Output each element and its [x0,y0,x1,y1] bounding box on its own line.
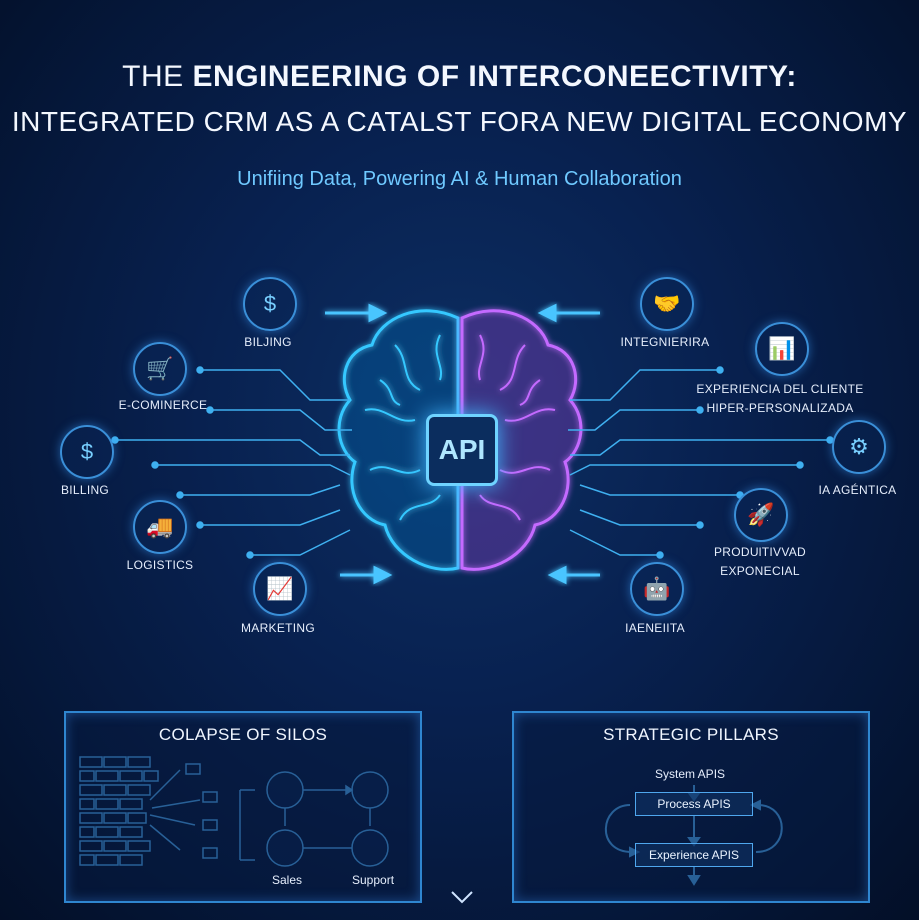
support-label: Support [352,873,395,887]
silos-panel-title: COLAPSE OF SILOS [158,725,328,744]
right-node-label-1: INTEGNIERIRA [620,335,710,349]
right-node-label-2b: HIPER-PERSONALIZADA [706,401,854,415]
truck-icon: 🚚 [133,500,187,554]
arrow-top-left-icon [325,303,388,323]
robot-icon: 🤖 [630,562,684,616]
left-circuit-lines [111,366,352,559]
left-node-label-2: E-COMINERCE [118,398,208,412]
right-circuit-lines [568,366,834,559]
shopping-cart-icon: 🛒 [133,342,187,396]
gears-icon: ⚙ [832,420,886,474]
left-node-label-3: BILLING [60,483,110,497]
chevron-down-icon[interactable] [451,891,473,904]
title-bold: ENGINEERING OF INTERCONEECTIVITY: [192,60,797,93]
bar-chart-icon: 📊 [755,322,809,376]
arrow-top-right-icon [537,303,600,323]
right-node-label-2a: EXPERIENCIA DEL CLIENTE [696,382,864,396]
left-node-label-4: LOGISTICS [126,558,194,572]
arrow-bottom-right-icon [547,565,600,585]
experience-apis-box: Experience APIS [635,843,753,867]
page-title-line2: INTEGRATED CRM AS A CATALST FORA NEW DIG… [11,106,908,137]
page-subtitle: Unifiing Data, Powering AI & Human Colla… [237,168,682,190]
right-brain-hemisphere [460,309,583,571]
system-apis-label: System APIS [655,767,726,781]
growth-chart-icon: 📈 [253,562,307,616]
handshake-icon: 🤝 [640,277,694,331]
dollar-icon: $ [243,277,297,331]
rocket-icon: 🚀 [734,488,788,542]
page-title-line1: THE ENGINEERING OF INTERCONEECTIVITY: [0,60,919,94]
pillars-panel-title: STRATEGIC PILLARS [603,725,779,744]
arrow-bottom-left-icon [340,565,393,585]
collapse-of-silos-panel: COLAPSE OF SILOS [64,711,422,903]
left-node-label-5: MARKETING [240,621,316,635]
right-node-label-4a: PRODUlTIVVAD [713,545,807,559]
api-chip: API [426,414,498,486]
right-node-label-4b: EXPONECIAL [720,564,800,578]
left-node-label-1: BILJING [244,335,292,349]
process-apis-box: Process APIS [635,792,753,816]
right-node-label-3: IA AGÉNTICA [818,483,897,497]
title-prefix: THE [122,60,193,93]
coin-icon: $ [60,425,114,479]
left-brain-hemisphere [337,309,460,571]
right-node-label-5: IAENEIITA [625,621,685,635]
sales-label: Sales [272,873,303,887]
